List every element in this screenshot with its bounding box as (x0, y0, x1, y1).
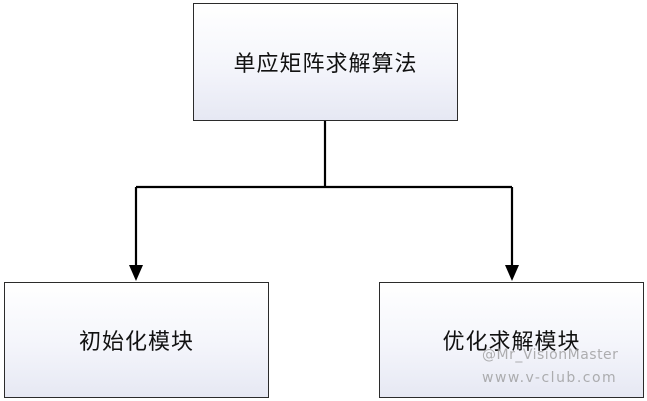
node-init-module-label: 初始化模块 (78, 330, 194, 355)
arrowhead-left (129, 265, 143, 281)
arrowhead-right (505, 265, 519, 281)
node-optimize-module-label: 优化求解模块 (442, 330, 581, 355)
node-optimize-module: 优化求解模块 (379, 282, 644, 398)
node-root: 单应矩阵求解算法 (193, 3, 458, 121)
watermark-url: www.v-club.com (482, 370, 618, 386)
node-root-label: 单应矩阵求解算法 (233, 52, 418, 77)
watermark-handle: @Mr_VisionMaster (482, 347, 619, 363)
node-init-module: 初始化模块 (4, 282, 269, 398)
